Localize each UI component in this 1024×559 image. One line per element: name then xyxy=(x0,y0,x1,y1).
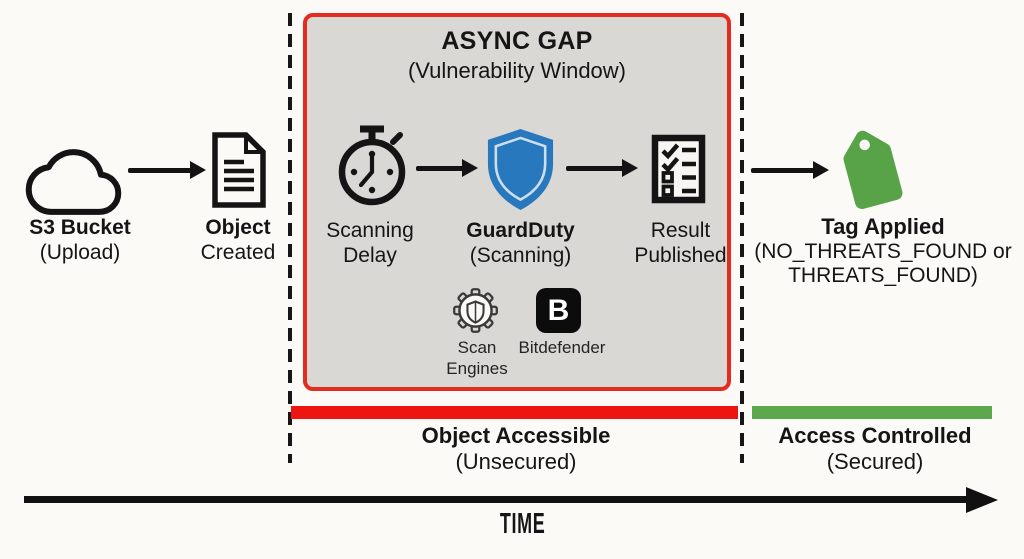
flow-arrow-guardduty-to-result xyxy=(566,158,638,178)
checklist-icon xyxy=(651,134,706,204)
time-axis-label-text: TIME xyxy=(500,508,546,540)
unsecured-period-bar xyxy=(291,406,738,419)
access-controlled-title: Access Controlled xyxy=(778,423,972,448)
s3-bucket-title: S3 Bucket xyxy=(29,216,131,239)
scan-engines-line1: Scan xyxy=(457,338,497,357)
scan-engines-label: Scan Engines xyxy=(427,337,527,379)
gap-boundary-left xyxy=(288,13,292,463)
guardduty-shield-icon xyxy=(487,129,554,210)
tag-applied-title: Tag Applied xyxy=(821,214,945,239)
time-axis-line xyxy=(24,496,972,503)
scanning-delay-label: Scanning Delay xyxy=(300,218,440,268)
time-axis-arrowhead xyxy=(966,487,998,513)
gap-boundary-right xyxy=(740,13,744,463)
object-created-title: Object xyxy=(205,216,271,239)
scanning-delay-line1: Scanning xyxy=(326,219,414,242)
s3-bucket-label: S3 Bucket (Upload) xyxy=(5,215,155,265)
object-accessible-subtitle: (Unsecured) xyxy=(455,449,577,474)
bitdefender-letter: B xyxy=(547,293,570,327)
tag-applied-subtitle-line2: THREATS_FOUND) xyxy=(788,264,978,287)
object-accessible-title: Object Accessible xyxy=(421,423,611,448)
object-created-label: Object Created xyxy=(168,215,308,265)
time-axis-label: TIME xyxy=(448,508,598,541)
scanning-delay-line2: Delay xyxy=(343,244,397,267)
result-line1: Result xyxy=(650,219,711,242)
guardduty-title: GuardDuty xyxy=(466,219,575,242)
flow-arrow-delay-to-guardduty xyxy=(416,158,478,178)
guardduty-subtitle: (Scanning) xyxy=(469,244,572,267)
result-published-label: Result Published xyxy=(612,218,749,268)
access-controlled-subtitle: (Secured) xyxy=(826,449,924,474)
gear-shield-icon xyxy=(453,288,498,333)
stopwatch-icon xyxy=(338,125,406,206)
async-gap-subtitle: (Vulnerability Window) xyxy=(407,58,627,83)
tag-applied-subtitle-line1: (NO_THREATS_FOUND or xyxy=(754,240,1012,263)
price-tag-icon xyxy=(843,130,903,209)
tag-applied-label: Tag Applied (NO_THREATS_FOUND or THREATS… xyxy=(744,214,1022,288)
scan-engines-line2: Engines xyxy=(446,359,508,378)
flow-arrow-result-to-tag xyxy=(751,160,829,180)
object-created-subtitle: Created xyxy=(200,241,276,264)
cloud-icon xyxy=(25,149,122,215)
access-controlled-label: Access Controlled (Secured) xyxy=(747,423,1003,475)
object-accessible-label: Object Accessible (Unsecured) xyxy=(330,423,702,475)
secured-period-bar xyxy=(752,406,992,419)
result-line2: Published xyxy=(634,244,727,267)
bitdefender-logo: B xyxy=(536,288,581,333)
s3-bucket-subtitle: (Upload) xyxy=(39,241,121,264)
bitdefender-label: Bitdefender xyxy=(518,338,606,357)
async-gap-title: ASYNC GAP xyxy=(441,27,593,55)
document-icon xyxy=(212,132,266,208)
flow-arrow-upload-to-object xyxy=(128,160,206,180)
guardduty-label: GuardDuty (Scanning) xyxy=(448,218,593,268)
